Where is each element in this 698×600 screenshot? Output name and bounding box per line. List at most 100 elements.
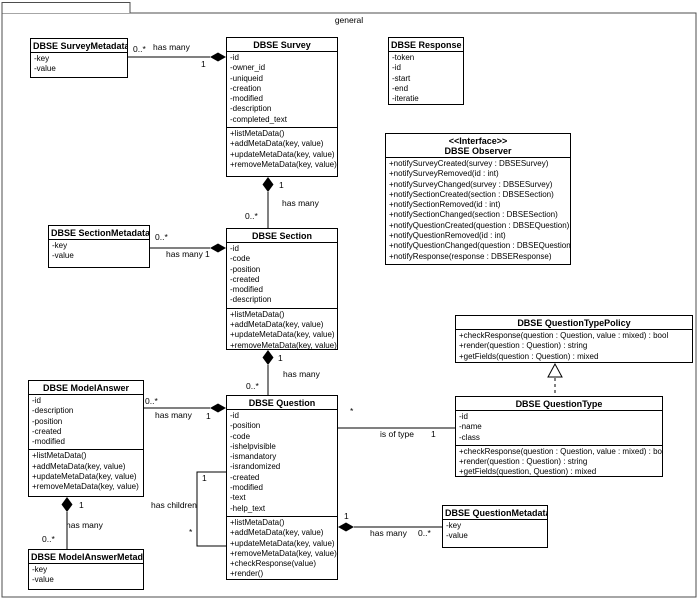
mult-survey-one: 1: [201, 59, 206, 69]
class-dbse-surveymetadata[interactable]: DBSE SurveyMetadata -key-value: [30, 38, 128, 78]
member-row: -created: [230, 274, 260, 284]
member-row: +notifySurveyChanged(survey : DBSESurvey…: [389, 179, 553, 189]
edge-survey-has-surveymetadata: [128, 52, 226, 62]
attributes-compartment: -key-value: [29, 563, 143, 589]
member-row: -description: [32, 406, 74, 416]
member-row: -value: [34, 64, 56, 74]
class-dbse-sectionmetadata[interactable]: DBSE SectionMetadata -key-value: [48, 225, 150, 268]
attributes-compartment: -key-value: [443, 519, 547, 547]
composition-diamond: [210, 52, 226, 62]
member-row: -code: [230, 254, 251, 264]
member-row: +notifySurveyCreated(survey : DBSESurvey…: [389, 159, 549, 168]
composition-diamond: [338, 522, 354, 532]
member-row: +checkResponse(question : Question, valu…: [459, 331, 669, 340]
class-title: <<Interface>> DBSE Observer: [386, 134, 570, 157]
methods-compartment: +checkResponse(question : Question, valu…: [456, 329, 692, 362]
member-row: +updateMetaData(key, value): [230, 330, 335, 340]
class-dbse-survey[interactable]: DBSE Survey -id-owner_id-uniqueid-creati…: [226, 37, 338, 177]
methods-compartment: +listMetaData()+addMetaData(key, value)+…: [227, 307, 337, 350]
member-row: -key: [32, 565, 48, 574]
member-row: -created: [230, 472, 260, 482]
member-row: +notifySurveyRemoved(id : int): [389, 169, 499, 179]
member-row: +listMetaData(): [230, 129, 285, 139]
attributes-compartment: -id-owner_id-uniqueid-creation-modified-…: [227, 51, 337, 127]
composition-diamond: [210, 403, 226, 413]
member-row: -id: [230, 411, 239, 420]
mult-modelanswermetadata-many: 0..*: [42, 534, 55, 544]
class-dbse-section[interactable]: DBSE Section -id-code-position-created-m…: [226, 228, 338, 350]
member-row: -class: [459, 432, 480, 442]
member-row: -id: [392, 63, 401, 73]
member-row: -modified: [230, 94, 263, 104]
member-row: +render(question : Question) : string: [459, 457, 588, 467]
realization-triangle: [547, 362, 563, 378]
member-row: -id: [230, 244, 239, 253]
member-row: +getFields(question : Question) : mixed: [459, 351, 599, 361]
member-row: +listMetaData(): [32, 451, 87, 461]
edge-label-question-is-of-type: is of type: [380, 429, 415, 439]
member-row: +getFields(question, Question) : mixed: [459, 467, 597, 477]
mult-question-many: *: [350, 406, 354, 416]
mult-questionmetadata-many: 0..*: [418, 528, 431, 538]
class-title: DBSE Survey: [253, 40, 311, 50]
member-row: -created: [32, 426, 62, 436]
class-dbse-question[interactable]: DBSE Question -id-position-code-ishelpvi…: [226, 395, 338, 580]
member-row: -description: [230, 295, 272, 305]
member-row: -position: [230, 421, 261, 431]
member-row: +removeMetaData(key, value): [230, 548, 337, 558]
member-row: -start: [392, 73, 411, 83]
member-row: -modified: [230, 483, 263, 493]
edge-question-has-children: [196, 471, 226, 547]
member-row: +addMetaData(key, value): [32, 461, 126, 471]
member-row: -description: [230, 104, 272, 114]
class-dbse-questiontype[interactable]: DBSE QuestionType -id-name-class +checkR…: [455, 396, 663, 477]
member-row: -value: [32, 575, 54, 585]
stereotype-label: <<Interface>>: [448, 136, 508, 146]
mult-survey-one: 1: [279, 180, 284, 190]
member-row: +notifyQuestionCreated(question : DBSEQu…: [389, 220, 570, 230]
class-dbse-modelanswermetadata[interactable]: DBSE ModelAnswerMetadata -key-value: [28, 549, 144, 590]
edge-label-section-has-questions: has many: [283, 369, 320, 379]
class-dbse-questionmetadata[interactable]: DBSE QuestionMetadata -key-value: [442, 505, 548, 548]
mult-question-one: 1: [206, 411, 211, 421]
class-dbse-modelanswer[interactable]: DBSE ModelAnswer -id-description-positio…: [28, 380, 144, 497]
mult-section-one: 1: [205, 249, 210, 259]
mult-surveymetadata-many: 0..*: [133, 44, 146, 54]
member-row: +removeMetaData(key, value): [32, 482, 139, 492]
mult-questions-many: 0..*: [246, 381, 259, 391]
edge-label-survey-has-surveymetadata: has many: [153, 42, 190, 52]
member-row: -iteratie: [392, 94, 419, 104]
member-row: +notifyResponse(response : DBSEResponse): [389, 251, 552, 261]
class-title: DBSE ModelAnswer: [42, 383, 129, 393]
attributes-compartment: -key-value: [31, 52, 127, 77]
interface-dbse-observer[interactable]: <<Interface>> DBSE Observer +notifySurve…: [385, 133, 571, 265]
member-row: +listMetaData(): [230, 309, 285, 319]
mult-sectionmetadata-many: 0..*: [155, 232, 168, 242]
member-row: -position: [32, 416, 63, 426]
member-row: -owner_id: [230, 63, 266, 73]
member-row: -value: [446, 531, 468, 541]
edge-question-has-modelanswers: [144, 403, 226, 413]
class-title-text: DBSE Observer: [444, 146, 512, 156]
composition-diamond: [262, 177, 274, 192]
edge-modelanswer-has-metadata: [61, 497, 73, 549]
member-row: -id: [459, 412, 468, 421]
class-dbse-response[interactable]: DBSE Response -token-id-start-end-iterat…: [388, 37, 464, 105]
member-row: -completed_text: [230, 114, 287, 124]
member-row: -id: [230, 53, 239, 62]
member-row: -israndomized: [230, 462, 281, 472]
member-row: +updateMetaData(key, value): [32, 472, 137, 482]
composition-diamond: [61, 497, 73, 512]
member-row: -value: [52, 251, 74, 261]
class-title: DBSE Response: [391, 40, 462, 50]
class-title: DBSE QuestionMetadata: [445, 508, 548, 518]
class-dbse-questiontypepolicy[interactable]: DBSE QuestionTypePolicy +checkResponse(q…: [455, 315, 693, 363]
class-title: DBSE QuestionType: [515, 399, 603, 409]
member-row: +addMetaData(key, value): [230, 139, 324, 149]
edge-section-has-sectionmetadata: [150, 243, 226, 253]
member-row: -code: [230, 431, 251, 441]
member-row: -key: [446, 521, 462, 530]
member-row: +removeMetaData(key, value): [230, 340, 337, 350]
methods-compartment: +notifySurveyCreated(survey : DBSESurvey…: [386, 157, 570, 264]
